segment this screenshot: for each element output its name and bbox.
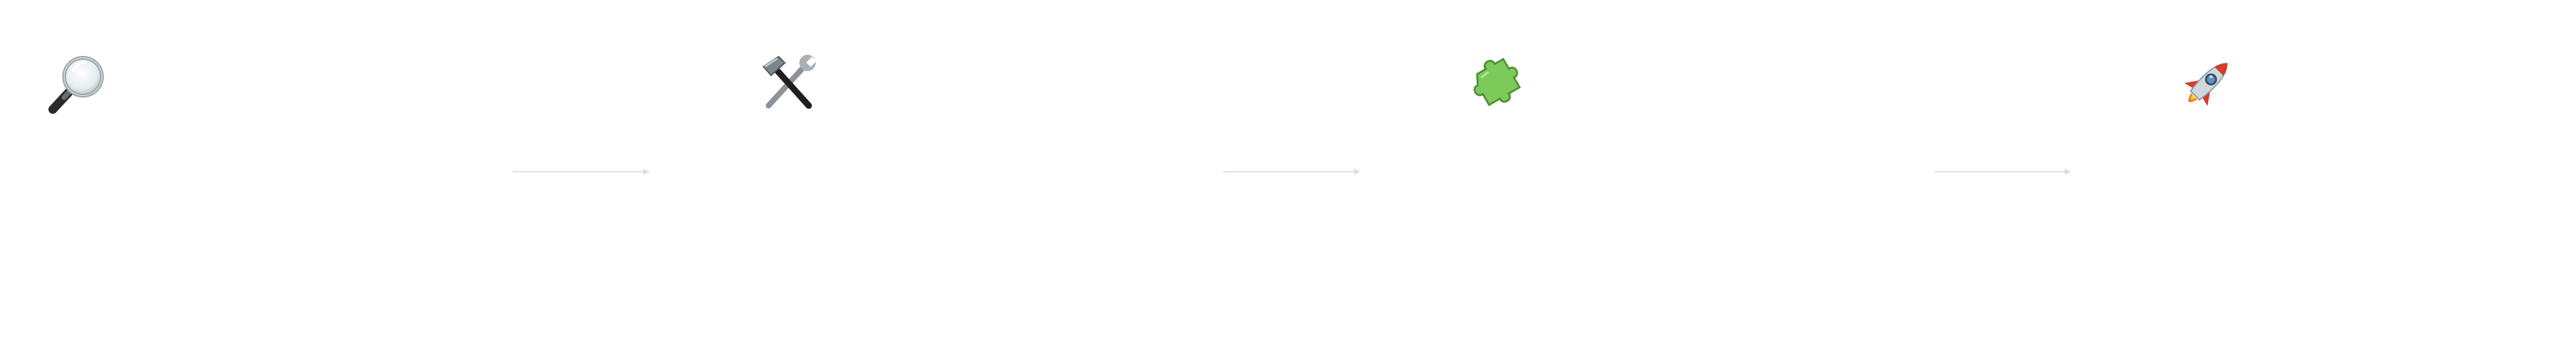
puzzle-piece-icon (1465, 52, 1528, 114)
magnifying-glass-icon (48, 52, 111, 114)
rocket-icon (2176, 52, 2239, 114)
connector-arrow (1223, 167, 1362, 176)
connector-arrow (1934, 167, 2072, 176)
hammer-and-wrench-icon (756, 52, 819, 114)
connector-arrow (513, 167, 651, 176)
